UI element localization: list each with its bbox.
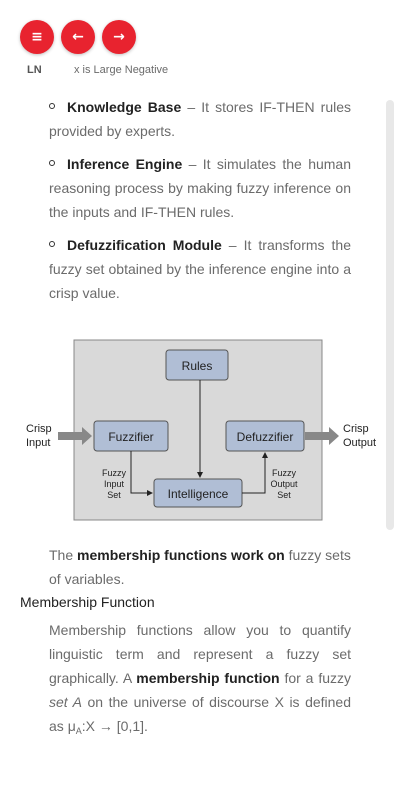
text-span: fuzzy sets of variables. xyxy=(49,547,351,587)
fuzzifier-label: Fuzzifier xyxy=(108,430,153,444)
list-item: Defuzzification Module – It transforms t… xyxy=(49,233,351,305)
fuzzy-output-set-label: Fuzzy xyxy=(272,468,297,478)
intelligence-arrow xyxy=(242,452,268,494)
term-description: – It simulates the human reasoning proce… xyxy=(49,156,351,220)
text-italic: set A xyxy=(49,694,83,710)
intelligence-label: Intelligence xyxy=(168,487,229,501)
table-row: LN x is Large Negative xyxy=(0,64,400,80)
fuzzy-logic-diagram: Rules Fuzzifier Defuzzifier Intelligence… xyxy=(26,339,376,521)
term-knowledge-base: Knowledge Base xyxy=(67,99,182,115)
text-bold: membership function xyxy=(136,670,280,686)
text-bold: membership functions work on xyxy=(77,547,285,563)
crisp-input-label: Crisp xyxy=(26,423,52,435)
fuzzy-input-set-label: Fuzzy xyxy=(102,468,127,478)
bullet-icon xyxy=(49,103,55,110)
text-span: for a fuzzy xyxy=(279,670,351,686)
scrollbar[interactable] xyxy=(386,100,394,530)
crisp-input-label: Input xyxy=(26,437,50,449)
formula: :X → [0,1]. xyxy=(81,718,148,734)
definition-paragraph: Membership functions allow you to quanti… xyxy=(49,618,351,743)
fuzzy-output-set-label: Set xyxy=(277,490,291,500)
crisp-output-arrow xyxy=(305,427,339,445)
table-cell-desc: x is Large Negative xyxy=(74,64,169,76)
term-description: – It transforms the fuzzy set obtained b… xyxy=(49,237,351,301)
crisp-input-arrow xyxy=(58,427,92,445)
crisp-output-label: Crisp xyxy=(343,423,369,435)
rules-box xyxy=(165,349,229,381)
defuzzifier-label: Defuzzifier xyxy=(237,430,294,444)
arrow-left-icon: ← xyxy=(72,29,84,45)
section-heading: Membership Function xyxy=(20,594,155,610)
text-span: The xyxy=(49,547,78,563)
fuzzy-input-set-label: Set xyxy=(107,490,121,500)
list-item: Inference Engine – It simulates the huma… xyxy=(49,152,351,224)
term-inference-engine: Inference Engine xyxy=(67,156,183,172)
hamburger-icon: ≡ xyxy=(31,29,43,45)
mu-symbol: μ xyxy=(67,718,76,734)
text-span: Membership functions allow you to quanti… xyxy=(49,622,351,686)
bullet-icon xyxy=(49,160,55,167)
fuzzy-input-set-label: Input xyxy=(104,479,125,489)
table-cell-abbr: LN xyxy=(27,64,42,76)
back-button[interactable]: ← xyxy=(61,20,95,54)
menu-button[interactable]: ≡ xyxy=(20,20,54,54)
crisp-output-label: Output xyxy=(343,437,376,449)
list-item: Knowledge Base – It stores IF-THEN rules… xyxy=(49,95,351,143)
rules-label: Rules xyxy=(182,359,213,373)
defuzzifier-box xyxy=(225,420,305,452)
forward-button[interactable]: → xyxy=(102,20,136,54)
fuzzy-output-set-label: Output xyxy=(270,479,298,489)
term-defuzzification-module: Defuzzification Module xyxy=(67,237,222,253)
text-span: on the universe of discourse X is define… xyxy=(49,694,352,734)
fuzzifier-arrow xyxy=(130,451,153,496)
subscript: A xyxy=(75,726,82,736)
membership-paragraph: The membership functions work on fuzzy s… xyxy=(49,543,351,591)
term-description: – It stores IF-THEN rules provided by ex… xyxy=(49,99,352,139)
bullet-icon xyxy=(49,241,55,248)
arrow-right-icon: → xyxy=(113,29,125,45)
